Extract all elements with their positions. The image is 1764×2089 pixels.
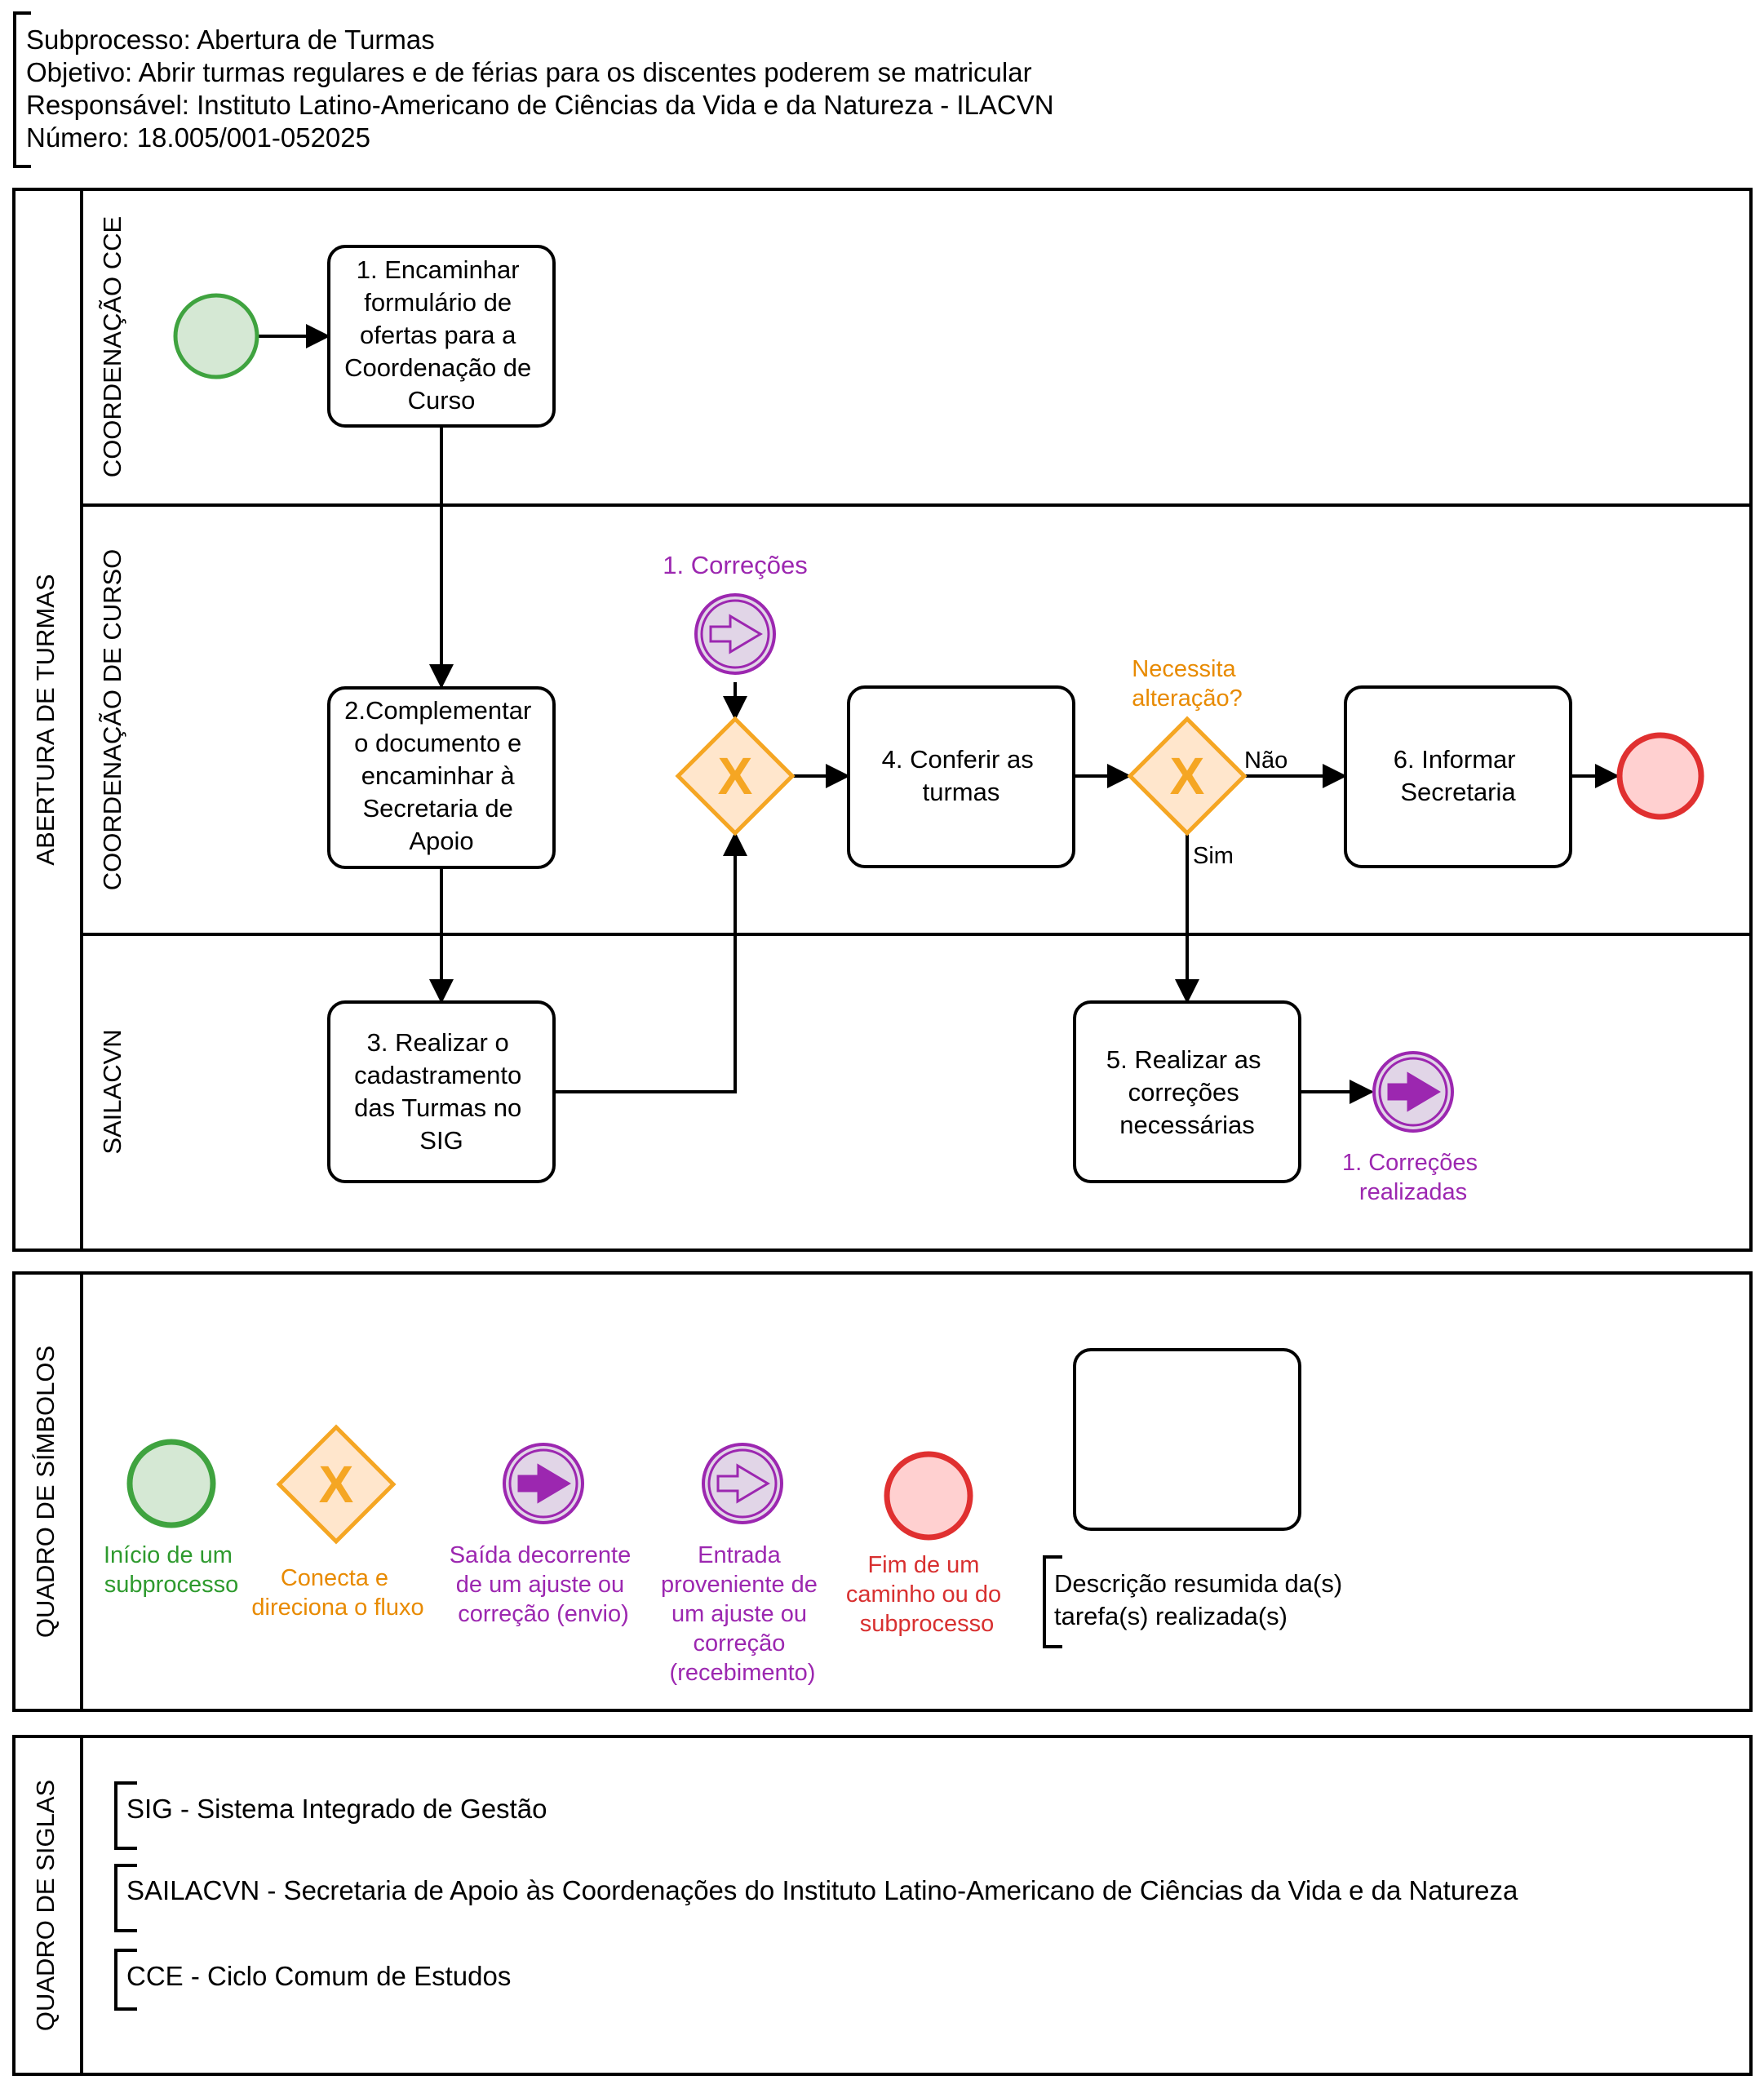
incoming-event-label: 1. Correções [663,551,807,579]
task-label: 5. Realizar as correções necessárias [1106,1045,1268,1139]
task-5: 5. Realizar as correções necessárias [1073,1000,1301,1183]
header-line: Subprocesso: Abertura de Turmas [26,24,435,55]
acronym-item: SIG - Sistema Integrado de Gestão [126,1794,547,1824]
legend-start-event [126,1439,216,1528]
hollow-arrow-icon [716,1463,770,1504]
task-3: 3. Realizar o cadastramento das Turmas n… [327,1000,556,1183]
acronym-item: CCE - Ciclo Comum de Estudos [126,1961,511,1991]
task-box [327,1000,556,1183]
merge-gateway: X [675,716,796,836]
x-icon: X [718,747,753,805]
hollow-arrow-icon [709,614,763,654]
yes-label: Sim [1193,843,1234,869]
header-line: Número: 18.005/001-052025 [26,122,370,153]
legend-task-bracket [1043,1555,1062,1648]
incoming-link-event: 1. Correções [663,551,808,675]
task-6: 6. Informar Secretaria [1344,685,1572,868]
task-box [327,245,556,428]
legend-throw-inner [508,1448,578,1519]
lane-label-coordenacao-cce: COORDENAÇÃO CCE [98,216,126,477]
legend-gateway-label: Conecta e direciona o fluxo [251,1565,423,1621]
acronym-bracket [114,1949,137,2011]
outgoing-link-event: 1. Correções realizadas [1342,1051,1484,1205]
legend-start-label: Início de um subprocesso [104,1542,239,1598]
gateway-diamond [675,716,796,836]
throw-event-inner [1378,1057,1448,1127]
outgoing-event-label: 1. Correções realizadas [1342,1150,1484,1205]
acronyms-title: QUADRO DE SIGLAS [31,1780,60,2031]
header-bracket [13,11,31,168]
filled-arrow-icon [1387,1071,1441,1112]
pool-border [12,188,1753,1252]
legend-catch-inner [707,1448,778,1519]
task-4: 4. Conferir as turmas [847,685,1075,868]
task-label: 3. Realizar o cadastramento das Turmas n… [354,1028,529,1155]
acronym-item: SAILACVN - Secretaria de Apoio às Coorde… [126,1875,1518,1905]
task-2: 2.Complementar o documento e encaminhar … [327,686,556,869]
task-box [1073,1000,1301,1183]
acronyms-border [12,1735,1753,2076]
no-label: Não [1244,747,1288,774]
legend-end-label: Fim de um caminho ou do subprocesso [846,1552,1008,1637]
task-box [847,685,1075,868]
decision-gateway: Necessita alteração? X Não Sim [1127,656,1288,869]
task-box [1344,685,1572,868]
task-label: 6. Informar Secretaria [1394,745,1523,806]
header-line: Responsável: Instituto Latino-Americano … [26,90,1054,120]
start-event [173,293,259,379]
catch-event-inner [700,599,770,669]
flow-task3-to-gateway [553,832,747,1093]
decision-question: Necessita alteração? [1132,656,1242,712]
legend-title: QUADRO DE SÍMBOLOS [31,1346,60,1638]
legend-task-box [1073,1348,1301,1531]
task-label: 1. Encaminhar formulário de ofertas para… [344,255,539,415]
lane-label-sailacvn: SAILACVN [98,1029,126,1154]
legend-catch-label: Entrada proveniente de um ajuste ou corr… [661,1542,824,1686]
x-icon: X [319,1455,354,1514]
legend-end-event [884,1451,973,1541]
x-icon: X [1170,747,1205,805]
pool: ABERTURA DE TURMAS COORDENAÇÃO CCE COORD… [12,188,1753,1252]
header-line: Objetivo: Abrir turmas regulares e de fé… [26,57,1032,87]
gateway-diamond [1127,716,1248,836]
acronym-bracket [114,1781,137,1850]
legend-border [12,1271,1753,1712]
task-label: 4. Conferir as turmas [882,745,1041,806]
task-label: 2.Complementar o documento e encaminhar … [344,696,539,855]
legend-throw-label: Saída decorrente de um ajuste ou correçã… [450,1542,638,1627]
acronyms-box: QUADRO DE SIGLAS SIG - Sistema Integrado… [12,1735,1753,2076]
task-1: 1. Encaminhar formulário de ofertas para… [327,245,556,428]
sequence-flows [258,324,1620,1104]
task-box [327,686,556,869]
lane-label-coordenacao-curso: COORDENAÇÃO DE CURSO [98,549,126,891]
legend-task-label: Descrição resumida da(s) tarefa(s) reali… [1054,1569,1350,1630]
pool-title: ABERTURA DE TURMAS [31,574,60,865]
header-annotation: Subprocesso: Abertura de Turmas Objetivo… [13,11,1054,168]
filled-arrow-icon [517,1463,571,1504]
acronym-bracket [114,1864,137,1932]
legend-gateway [276,1424,397,1545]
end-event [1616,732,1704,820]
symbols-legend: QUADRO DE SÍMBOLOS Início de um subproce… [12,1271,1753,1712]
